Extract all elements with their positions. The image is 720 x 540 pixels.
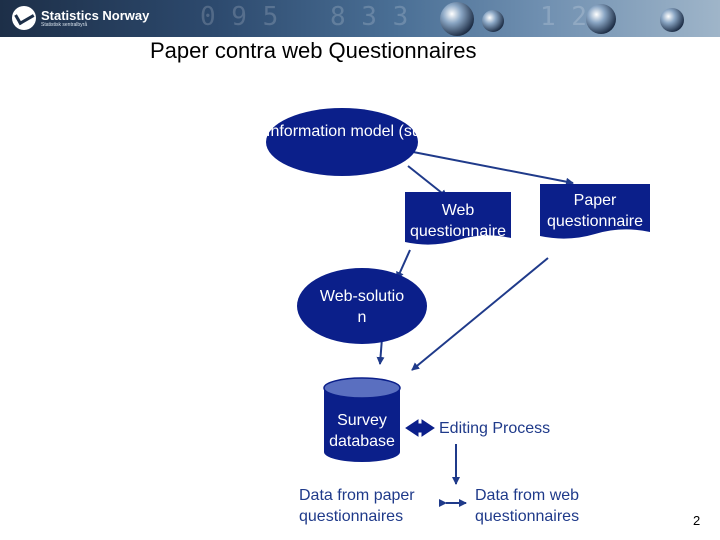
arrow-solution-to-database (376, 337, 385, 365)
arrow-model-to-paper (407, 150, 574, 186)
logo-text: Statistics Norway (41, 7, 150, 23)
editing-process-label: Editing Process (439, 420, 551, 437)
double-arrow-database-editing (405, 419, 435, 437)
header-banner: 0 9 5 8 3 3 1 2 Statistics Norway Statis… (0, 0, 720, 37)
page-number: 2 (693, 513, 701, 528)
arrow-model-to-web (407, 165, 448, 198)
data-from-web-label: Data from web questionnaires (475, 487, 580, 525)
sphere-decoration (440, 2, 474, 36)
information-model-label: Information model (survey definitions) (266, 123, 533, 140)
logo-icon (12, 6, 36, 30)
sphere-decoration (586, 4, 616, 34)
web-solution-ellipse (297, 268, 427, 344)
paper-questionnaire-label: Paper questionnaire (546, 192, 644, 230)
web-questionnaire-label: Web questionnaire (409, 202, 507, 240)
web-solution-label: Web-solution (319, 288, 405, 326)
sphere-decoration (482, 10, 504, 32)
web-questionnaire-shape (405, 192, 511, 245)
page-title: Paper contra web Questionnaires (150, 38, 477, 63)
paper-questionnaire-shape (540, 184, 650, 239)
banner-decoration: 0 9 5 (200, 2, 279, 32)
arrow-web-questionnaire-to-solution (396, 249, 411, 280)
survey-database-label: Survey database (329, 412, 395, 450)
sphere-decoration (660, 8, 684, 32)
banner-decoration: 8 3 3 (330, 2, 409, 32)
survey-database-cylinder (323, 377, 401, 462)
data-from-paper-label: Data from paper questionnaires (299, 487, 415, 525)
statistics-norway-logo: Statistics Norway Statistisk sentralbyrå (12, 6, 149, 30)
logo-subtext: Statistisk sentralbyrå (41, 21, 88, 28)
banner-decoration: 1 2 (540, 2, 587, 32)
arrow-paper-to-database (411, 257, 549, 371)
information-model-ellipse (266, 108, 418, 176)
